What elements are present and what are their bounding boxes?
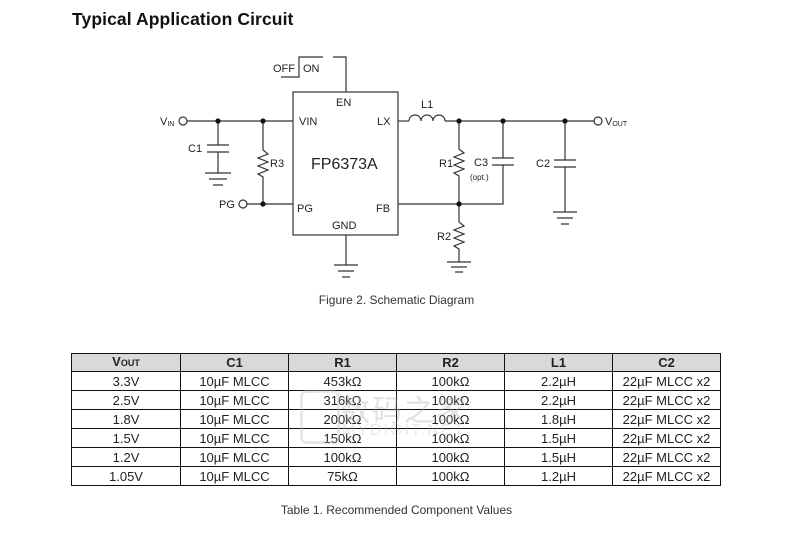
ground-c2 (553, 211, 577, 225)
table-row: 2.5V 10µF MLCC 316kΩ 100kΩ 2.2µH 22µF ML… (71, 390, 721, 410)
l1-label: L1 (421, 99, 433, 111)
table-row: 1.2V 10µF MLCC 100kΩ 100kΩ 1.5µH 22µF ML… (71, 447, 721, 467)
switch-on-label: ON (303, 63, 320, 75)
cell-c2: 22µF MLCC x2 (612, 409, 721, 429)
junction-dot (500, 118, 506, 124)
switch-off-label: OFF (273, 63, 295, 75)
cell-c2: 22µF MLCC x2 (612, 428, 721, 448)
pin-en-label: EN (336, 97, 351, 109)
pg-terminal-label: PG (219, 199, 235, 211)
table-row: 1.8V 10µF MLCC 200kΩ 100kΩ 1.8µH 22µF ML… (71, 409, 721, 429)
c3-wire (398, 121, 504, 205)
cell-c1: 10µF MLCC (180, 371, 289, 391)
cell-r1: 200kΩ (288, 409, 397, 429)
cell-l1: 1.5µH (504, 447, 613, 467)
r1-wire (452, 121, 466, 204)
junction-dot (260, 118, 266, 124)
chip-body (292, 91, 399, 236)
schematic-diagram: OFF ON EN VIN LX PG FB GND FP6373A VIN V… (160, 56, 628, 278)
pin-fb-label: FB (376, 203, 390, 215)
cell-r1: 100kΩ (288, 447, 397, 467)
cell-vout: 1.2V (71, 447, 181, 467)
en-wire (333, 56, 347, 92)
c3-note: (opt.) (470, 173, 489, 182)
cell-l1: 2.2µH (504, 390, 613, 410)
table-caption: Table 1. Recommended Component Values (280, 503, 513, 517)
cell-r2: 100kΩ (396, 409, 505, 429)
r1-label: R1 (439, 158, 453, 170)
cell-r1: 75kΩ (288, 466, 397, 486)
junction-dot (456, 118, 462, 124)
section-title: Typical Application Circuit (72, 9, 294, 29)
table-row: 1.05V 10µF MLCC 75kΩ 100kΩ 1.2µH 22µF ML… (71, 466, 721, 486)
c1-plates (207, 144, 229, 153)
vout-label: VOUT (605, 116, 628, 128)
table-row: 3.3V 10µF MLCC 453kΩ 100kΩ 2.2µH 22µF ML… (71, 371, 721, 391)
header-r1: R1 (288, 353, 397, 372)
junction-dot (215, 118, 221, 124)
cell-vout: 1.5V (71, 428, 181, 448)
r2-wire (452, 204, 466, 262)
ground-chip (334, 264, 358, 278)
cell-l1: 1.2µH (504, 466, 613, 486)
ground-r2 (447, 261, 471, 273)
cell-vout: 3.3V (71, 371, 181, 391)
pin-lx-label: LX (377, 116, 391, 128)
junction-dot (562, 118, 568, 124)
header-c1: C1 (180, 353, 289, 372)
cell-c1: 10µF MLCC (180, 390, 289, 410)
c1-label: C1 (188, 143, 202, 155)
c3-label: C3 (474, 157, 488, 169)
cell-l1: 1.8µH (504, 409, 613, 429)
cell-vout: 1.8V (71, 409, 181, 429)
cell-c2: 22µF MLCC x2 (612, 466, 721, 486)
r2-label: R2 (437, 231, 451, 243)
cell-c2: 22µF MLCC x2 (612, 371, 721, 391)
r3-label: R3 (270, 158, 284, 170)
pg-terminal (238, 199, 248, 209)
pin-pg-label: PG (297, 203, 313, 215)
cell-r1: 453kΩ (288, 371, 397, 391)
cell-r2: 100kΩ (396, 466, 505, 486)
table-header-row: VOUT C1 R1 R2 L1 C2 (71, 353, 721, 372)
figure-caption: Figure 2. Schematic Diagram (318, 293, 475, 307)
table-row: 1.5V 10µF MLCC 150kΩ 100kΩ 1.5µH 22µF ML… (71, 428, 721, 448)
cell-r2: 100kΩ (396, 390, 505, 410)
cell-l1: 2.2µH (504, 371, 613, 391)
cell-r2: 100kΩ (396, 371, 505, 391)
header-r2: R2 (396, 353, 505, 372)
c2-plates (554, 159, 576, 168)
l1-inductor (408, 114, 459, 122)
r3-wire (256, 121, 270, 204)
cell-r2: 100kΩ (396, 428, 505, 448)
junction-dot (260, 201, 266, 207)
chip-name: FP6373A (311, 156, 378, 173)
cell-c1: 10µF MLCC (180, 428, 289, 448)
component-values-table: VOUT C1 R1 R2 L1 C2 3.3V 10µF MLCC 453kΩ… (71, 353, 721, 486)
header-l1: L1 (504, 353, 613, 372)
header-c2: C2 (612, 353, 721, 372)
vin-terminal (178, 116, 188, 126)
cell-r2: 100kΩ (396, 447, 505, 467)
ground-c1 (205, 172, 231, 186)
cell-vout: 2.5V (71, 390, 181, 410)
junction-dot (456, 201, 462, 207)
cell-vout: 1.05V (71, 466, 181, 486)
cell-r1: 316kΩ (288, 390, 397, 410)
c3-plates (492, 157, 514, 166)
cell-c1: 10µF MLCC (180, 447, 289, 467)
cell-l1: 1.5µH (504, 428, 613, 448)
pin-vin-label: VIN (299, 116, 317, 128)
cell-c2: 22µF MLCC x2 (612, 390, 721, 410)
cell-c1: 10µF MLCC (180, 466, 289, 486)
cell-r1: 150kΩ (288, 428, 397, 448)
cell-c2: 22µF MLCC x2 (612, 447, 721, 467)
vout-terminal (593, 116, 603, 126)
header-vout: VOUT (71, 353, 181, 372)
cell-c1: 10µF MLCC (180, 409, 289, 429)
pin-gnd-label: GND (332, 220, 357, 232)
switch-symbol (281, 56, 323, 78)
vin-label: VIN (160, 116, 174, 128)
c2-label: C2 (536, 158, 550, 170)
